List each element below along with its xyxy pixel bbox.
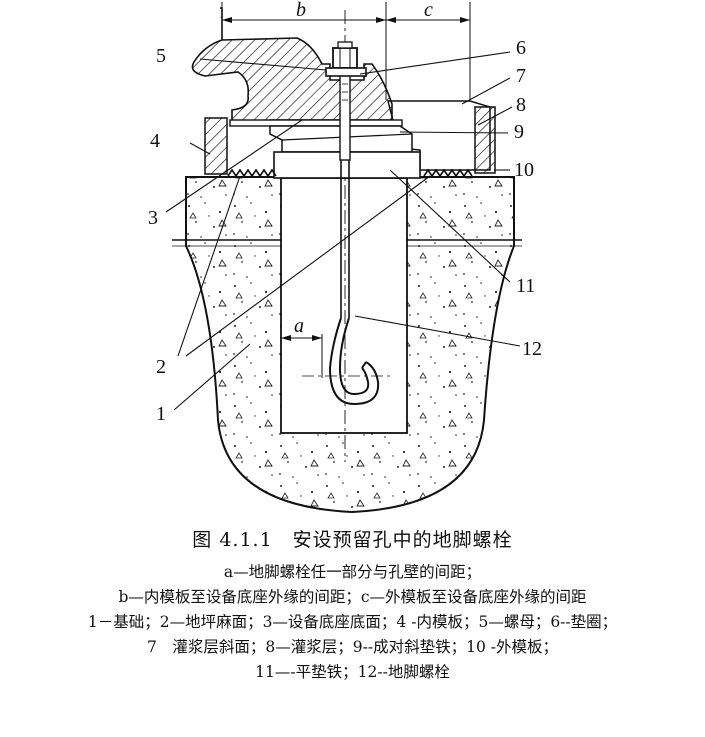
leader-lines <box>165 51 521 411</box>
label-6: 6 <box>516 37 526 59</box>
nut <box>332 47 358 69</box>
label-1: 1 <box>156 403 166 425</box>
label-3: 3 <box>148 207 158 229</box>
dimension-a-label: a <box>294 315 304 337</box>
washer <box>325 67 367 77</box>
label-8: 8 <box>516 94 526 116</box>
inner-formwork <box>204 117 228 175</box>
rough-surface-left <box>227 168 277 178</box>
label-2: 2 <box>156 356 166 378</box>
caption-line: 11—-平垫铁；12--地脚螺栓 <box>255 663 450 681</box>
label-10: 10 <box>514 159 534 181</box>
dimension-c-label: c <box>424 0 433 21</box>
label-11: 11 <box>516 275 535 297</box>
rough-surface-right <box>423 168 473 178</box>
caption-line: 1－基础；2—地坪麻面；3—设备底座底面；4 -内模板；5—螺母；6--垫圈； <box>87 613 618 631</box>
label-7: 7 <box>516 65 526 87</box>
foundation-bolt-diagram: b c a 5 4 3 2 1 6 7 8 9 10 11 12 <box>148 0 542 514</box>
dimension-b-label: b <box>296 0 306 21</box>
preformed-hole <box>280 177 408 434</box>
figure-caption: 图 4.1.1 安设预留孔中的地脚螺栓 a—地脚螺栓任一部分与孔壁的间距； b—… <box>0 528 705 685</box>
label-4: 4 <box>150 130 160 152</box>
label-12: 12 <box>522 338 542 360</box>
caption-line: 7 灌浆层斜面；8—灌浆层；9--成对斜垫铁；10 -外模板； <box>147 638 558 656</box>
caption-line: b—内模板至设备底座外缘的间距；c—外模板至设备底座外缘的间距 <box>118 588 587 606</box>
label-9: 9 <box>514 121 524 143</box>
caption-title: 图 4.1.1 安设预留孔中的地脚螺栓 <box>192 529 513 551</box>
outer-formwork <box>474 106 496 174</box>
caption-line: a—地脚螺栓任一部分与孔壁的间距； <box>223 563 482 581</box>
label-5: 5 <box>156 45 166 67</box>
dimension-lines <box>221 2 471 378</box>
